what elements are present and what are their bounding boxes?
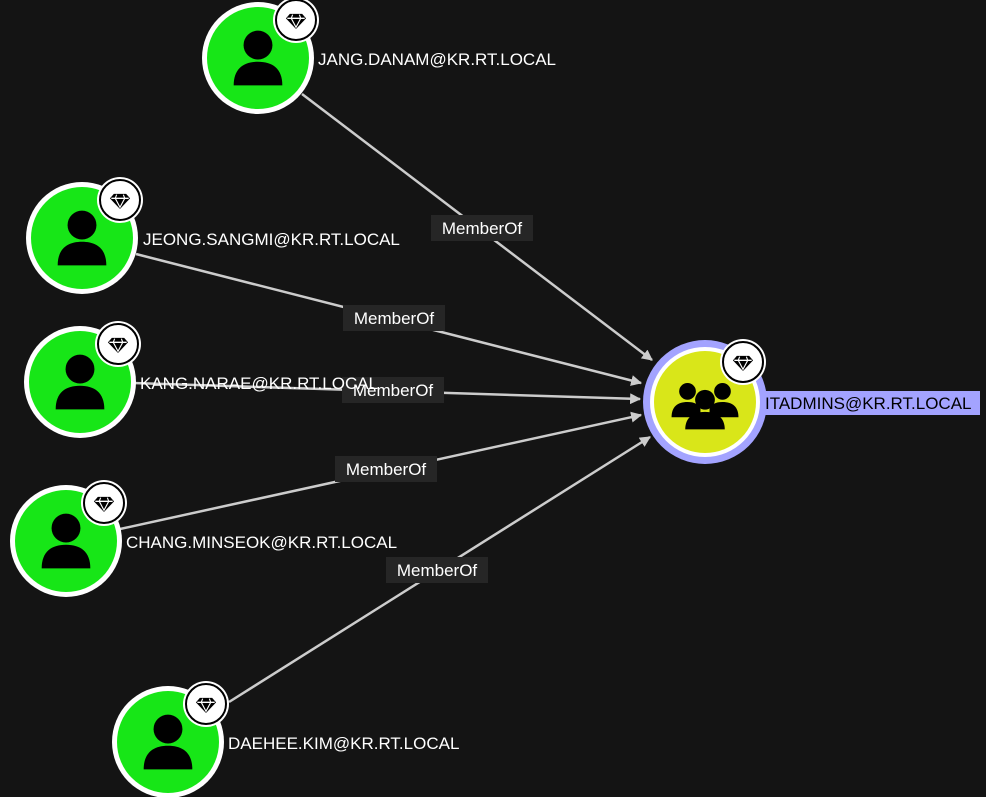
edge-label-bg (386, 557, 488, 583)
member-of-edge[interactable]: MemberOf (135, 252, 643, 386)
node-label-daehee[interactable]: DAEHEE.KIM@KR.RT.LOCAL (228, 734, 459, 753)
user-node-jeong-sangmi[interactable] (26, 177, 143, 294)
node-label-text: DAEHEE.KIM@KR.RT.LOCAL (228, 734, 459, 753)
member-of-edge[interactable]: MemberOf (132, 377, 642, 405)
edge-label[interactable]: MemberOf (335, 456, 437, 482)
badge-border (275, 0, 317, 41)
edge-label-bg (335, 456, 437, 482)
user-node-chang-minseok[interactable] (10, 480, 127, 597)
node-label-chang[interactable]: CHANG.MINSEOK@KR.RT.LOCAL (126, 533, 397, 552)
badge-border (97, 323, 139, 365)
node-label-itadmins[interactable]: ITADMINS@KR.RT.LOCAL (760, 391, 980, 415)
user-node-jang-danam[interactable] (202, 0, 319, 114)
edge-label-bg (431, 215, 533, 241)
edge-label[interactable]: MemberOf (431, 215, 533, 241)
badge-border (83, 482, 125, 524)
member-of-edge[interactable]: MemberOf (228, 435, 651, 704)
edge-label[interactable]: MemberOf (342, 377, 444, 403)
edge-label-bg (343, 305, 445, 331)
node-label-text: KANG.NARAE@KR.RT.LOCAL (140, 374, 378, 393)
edge-label-text: MemberOf (442, 219, 523, 238)
node-label-text: JANG.DANAM@KR.RT.LOCAL (318, 50, 556, 69)
user-node-daehee-kim[interactable] (112, 681, 229, 797)
node-label-jeong[interactable]: JEONG.SANGMI@KR.RT.LOCAL (143, 230, 400, 249)
badge-border (722, 341, 764, 383)
edge-label-bg (342, 377, 444, 403)
node-label-text: JEONG.SANGMI@KR.RT.LOCAL (143, 230, 400, 249)
node-label-kang[interactable]: KANG.NARAE@KR.RT.LOCAL (140, 374, 378, 393)
member-of-edge[interactable]: MemberOf (301, 93, 653, 361)
selected-label-highlight (760, 391, 980, 415)
group-node-itadmins[interactable] (643, 339, 767, 464)
edge-label-text: MemberOf (397, 561, 478, 580)
user-node-kang-narae[interactable] (24, 321, 141, 438)
edge-label-text: MemberOf (354, 309, 435, 328)
edge-label[interactable]: MemberOf (386, 557, 488, 583)
member-of-edge[interactable]: MemberOf (119, 411, 643, 531)
badge-border (99, 179, 141, 221)
badge-border (185, 683, 227, 725)
node-label-jang[interactable]: JANG.DANAM@KR.RT.LOCAL (318, 50, 556, 69)
node-label-text: ITADMINS@KR.RT.LOCAL (765, 394, 972, 413)
edge-label-text: MemberOf (346, 460, 427, 479)
edge-label[interactable]: MemberOf (343, 305, 445, 331)
edge-label-text: MemberOf (353, 381, 434, 400)
node-label-text: CHANG.MINSEOK@KR.RT.LOCAL (126, 533, 397, 552)
